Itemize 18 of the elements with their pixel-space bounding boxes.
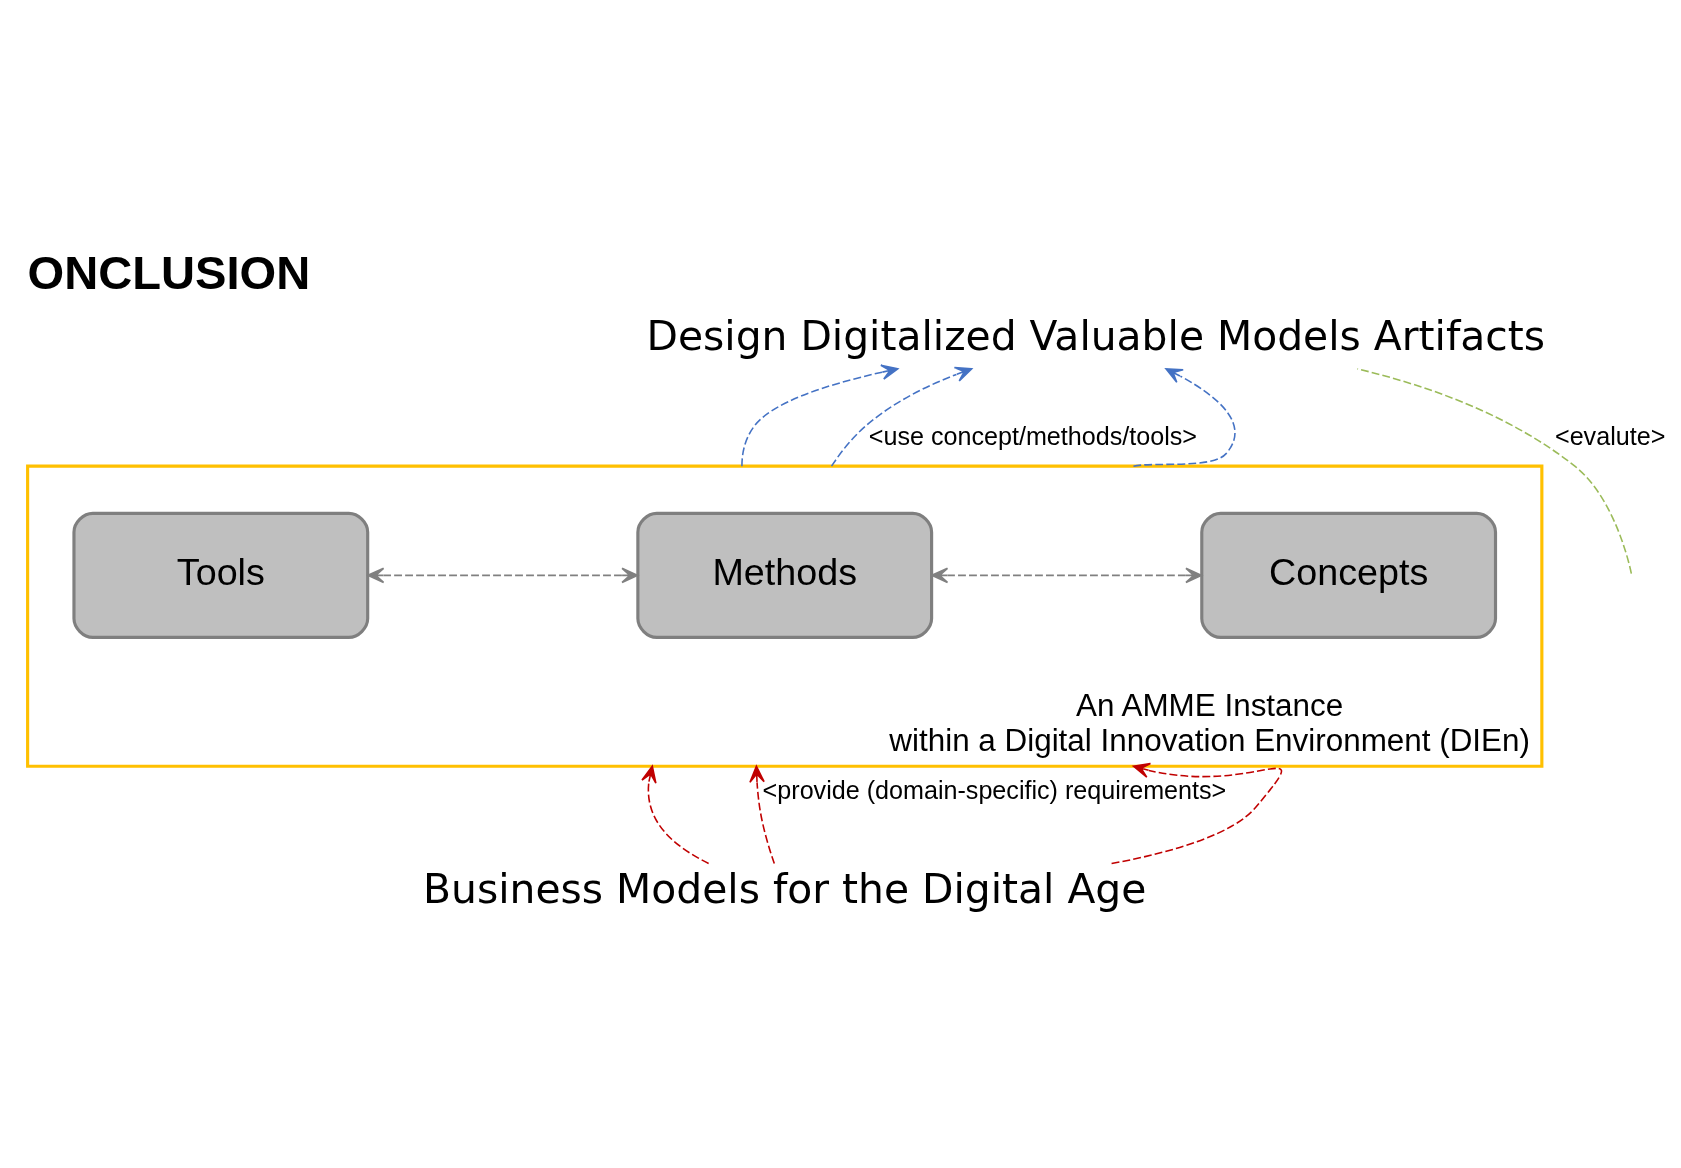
arrow: [1132, 368, 1236, 467]
diagram-title: ONCLUSION: [27, 245, 311, 299]
edge-label: <evalute>: [1554, 422, 1666, 451]
arrow: [749, 765, 776, 865]
arrow: [1110, 762, 1283, 865]
arrow: [931, 567, 1203, 584]
edge-label: <provide (domain-specific) requirements>: [762, 775, 1227, 804]
arrow: [641, 765, 710, 865]
node-text: Business Models for the Digital Age: [423, 864, 1147, 913]
arrow: [830, 366, 973, 467]
node-box: Tools: [72, 511, 370, 639]
node-text: Design Digitalized Valuable Models Artifacts: [646, 311, 1546, 360]
node-box: Concepts: [1200, 511, 1498, 639]
arrow: [741, 364, 899, 467]
connector: [1356, 368, 1633, 575]
node-box: Methods: [636, 511, 934, 639]
edge-label: <use concept/methods/tools>: [868, 422, 1198, 451]
arrow: [367, 567, 639, 584]
